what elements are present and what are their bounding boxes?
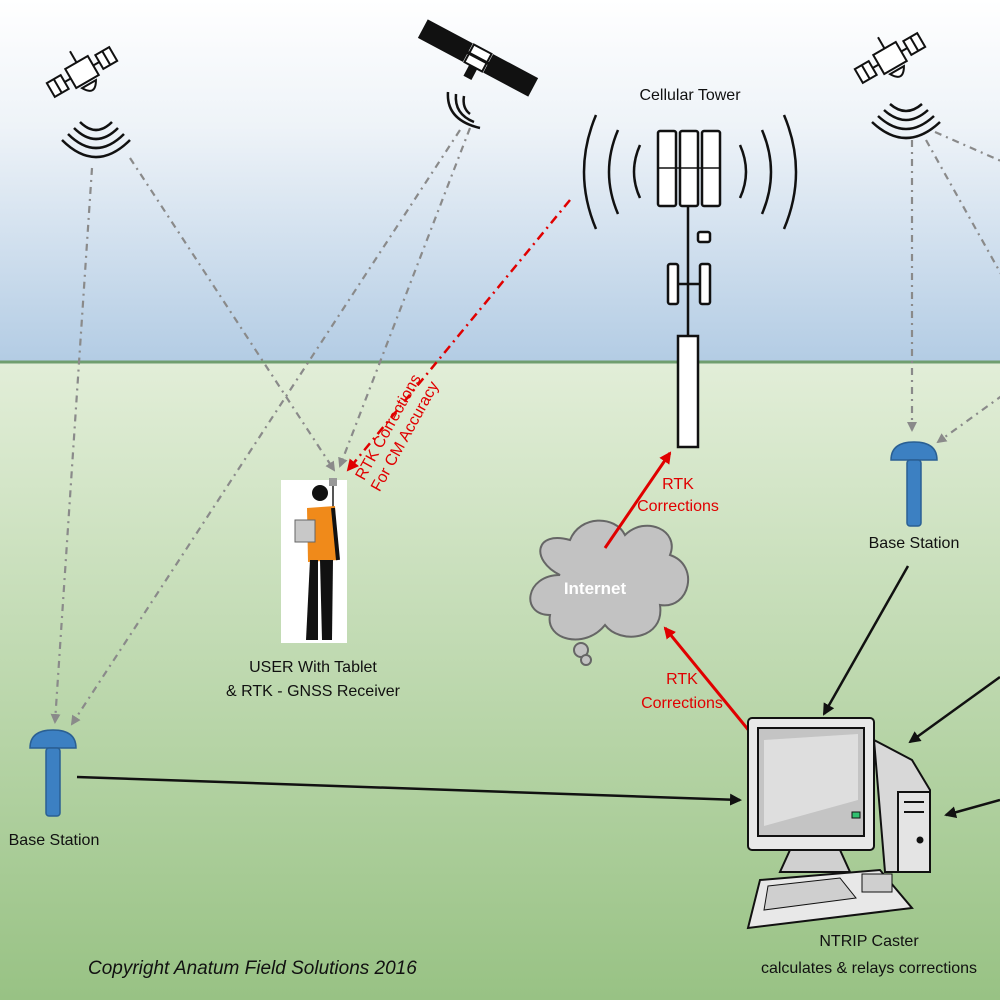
satellite-icon bbox=[853, 31, 927, 85]
arrow-internet-to-tower bbox=[603, 451, 672, 549]
cellular-tower-label: Cellular Tower bbox=[639, 87, 741, 104]
satellite-signal-waves bbox=[61, 121, 131, 159]
computer-icon bbox=[746, 717, 931, 930]
arrow-offscreen-to-caster-2 bbox=[944, 798, 1000, 819]
signal-sat3-to-right-offscreen-2 bbox=[934, 130, 1000, 162]
arrow-base-right-to-caster bbox=[822, 565, 910, 716]
arrow-offscreen-to-caster-1 bbox=[908, 675, 1000, 744]
rtk-corrections-lower-line1: RTK bbox=[666, 671, 698, 688]
arrow-caster-to-internet bbox=[663, 626, 757, 739]
rtk-corrections-upper-label: RTK Corrections bbox=[628, 474, 728, 518]
cellular-tower-icon bbox=[656, 129, 722, 449]
rtk-corrections-upper-line1: RTK bbox=[662, 476, 694, 493]
base-station-right-label: Base Station bbox=[868, 535, 960, 552]
signal-right-to-base-right bbox=[936, 395, 1000, 444]
signal-sat2-to-user bbox=[338, 127, 472, 468]
signal-sat1-to-user bbox=[129, 157, 336, 472]
rtk-corrections-lower-line2: Corrections bbox=[641, 695, 723, 712]
satellite-signal-waves bbox=[871, 103, 941, 140]
user-figure-icon bbox=[294, 478, 340, 640]
ntrip-caster-line2: calculates & relays corrections bbox=[760, 960, 978, 977]
rtk-corrections-lower-label: RTK Corrections bbox=[632, 668, 732, 716]
tower-signal-waves bbox=[582, 114, 798, 230]
copyright-text: Copyright Anatum Field Solutions 2016 bbox=[88, 958, 417, 979]
sky bbox=[0, 0, 1000, 362]
user-label-line1: USER With Tablet bbox=[249, 659, 377, 676]
base-station-icon bbox=[29, 729, 77, 817]
gnss-signal-paths bbox=[50, 127, 1000, 726]
signal-sat1-to-base-left bbox=[50, 167, 94, 724]
rtk-correction-link bbox=[346, 199, 571, 472]
satellite-icon bbox=[417, 19, 539, 97]
signal-sat2-to-base-left bbox=[70, 129, 461, 726]
internet-label: Internet bbox=[563, 579, 627, 598]
arrow-base-left-to-caster bbox=[76, 775, 742, 806]
base-station-left-label: Base Station bbox=[8, 832, 100, 849]
user-label: USER With Tablet & RTK - GNSS Receiver bbox=[213, 656, 413, 704]
rtk-corrections-upper-line2: Corrections bbox=[637, 498, 719, 515]
cloud-icon bbox=[529, 519, 689, 666]
satellite-signal-waves bbox=[446, 91, 481, 130]
user-label-line2: & RTK - GNSS Receiver bbox=[226, 683, 400, 700]
ntrip-caster-line1: NTRIP Caster bbox=[819, 933, 919, 950]
ntrip-caster-label: NTRIP Caster calculates & relays correct… bbox=[740, 928, 998, 982]
base-station-icon bbox=[890, 441, 938, 527]
satellite-icon bbox=[45, 45, 119, 99]
